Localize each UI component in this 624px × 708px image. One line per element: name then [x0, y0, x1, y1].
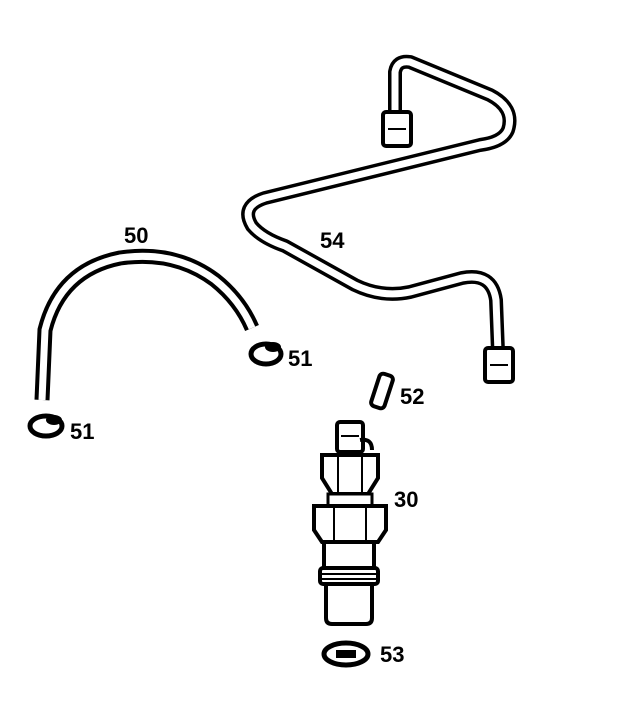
callout-51-left: 51	[70, 419, 94, 444]
callout-51-right: 51	[288, 346, 312, 371]
callout-54: 54	[320, 228, 345, 253]
lower-union-nut	[483, 346, 515, 384]
callout-50: 50	[124, 223, 148, 248]
injection-nozzle-30	[312, 420, 388, 626]
hose-clamp-51-left	[27, 413, 65, 439]
callout-52: 52	[400, 384, 424, 409]
hose-clamp-51-right	[248, 341, 284, 367]
callout-30: 30	[394, 487, 418, 512]
seal-52	[369, 371, 395, 411]
upper-union-nut	[381, 110, 413, 148]
leak-off-hose-50	[34, 248, 259, 401]
callout-53: 53	[380, 642, 404, 667]
washer-53	[321, 640, 371, 668]
injection-line-54	[241, 54, 517, 384]
